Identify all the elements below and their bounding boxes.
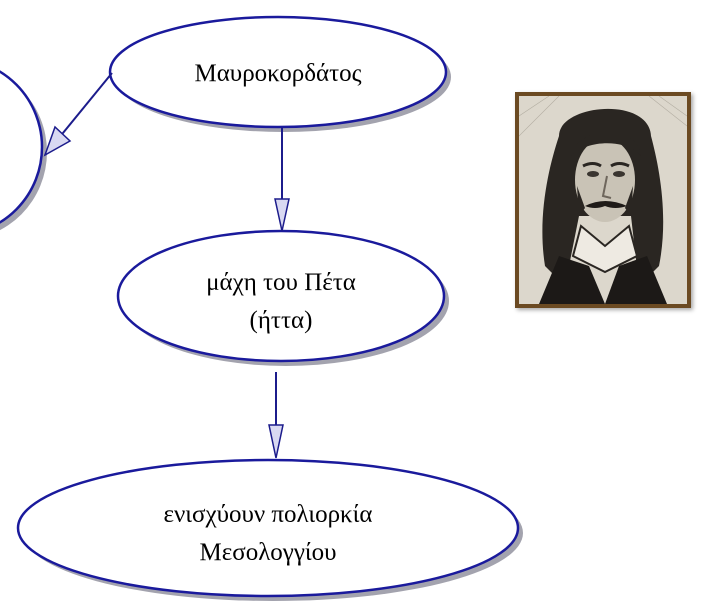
node-reinforce-siege-line2: Μεσολογγίου xyxy=(199,539,336,566)
portrait-image xyxy=(515,92,691,308)
node-battle-of-peta-line1: μάχη του Πέτα xyxy=(206,269,356,296)
arrow-middle-to-bottom xyxy=(268,372,284,459)
node-mavrokordatos[interactable]: Μαυροκορδάτος xyxy=(108,15,451,132)
node-reinforce-siege[interactable]: ενισχύουν πολιορκία Μεσολογγίου xyxy=(16,458,523,601)
node-reinforce-siege-line1: ενισχύουν πολιορκία xyxy=(164,501,373,528)
arrow-top-to-left xyxy=(43,72,113,157)
node-battle-of-peta-line2: (ήττα) xyxy=(250,307,313,334)
node-battle-of-peta[interactable]: μάχη του Πέτα (ήττα) xyxy=(116,229,449,366)
node-mavrokordatos-label: Μαυροκορδάτος xyxy=(194,60,361,87)
offscreen-left-node[interactable] xyxy=(0,59,47,240)
portrait-engraving-icon xyxy=(519,96,687,304)
arrow-top-to-middle xyxy=(274,127,290,232)
